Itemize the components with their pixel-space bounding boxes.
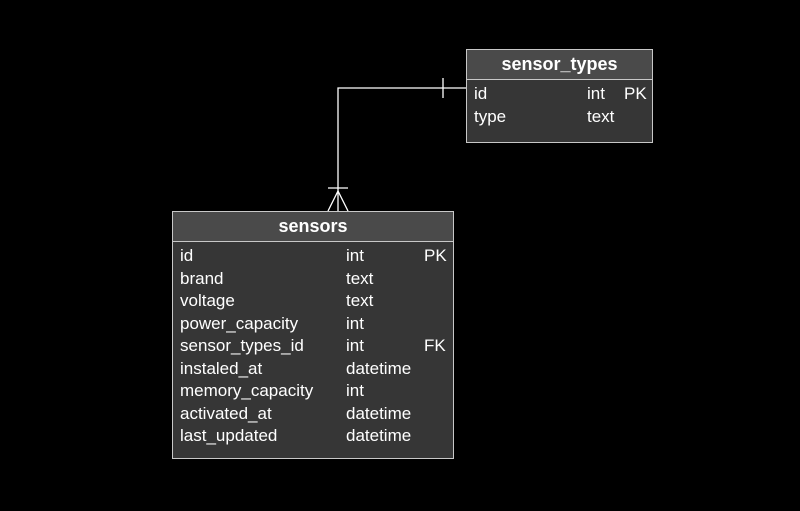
table-sensor-types[interactable]: sensor_types id int PK type text xyxy=(466,49,653,143)
column-name: activated_at xyxy=(180,403,272,423)
column-name: type xyxy=(474,106,507,126)
column-type: int xyxy=(346,313,364,333)
column-row[interactable]: last_updated datetime xyxy=(173,425,453,448)
column-key: FK xyxy=(424,336,446,355)
column-type: int xyxy=(346,336,364,355)
many-marker-left xyxy=(327,190,339,212)
column-name: last_updated xyxy=(180,426,278,445)
column-row[interactable]: memory_capacity int xyxy=(173,380,453,403)
column-name: sensor_types_id xyxy=(180,336,304,355)
column-name: id xyxy=(180,246,194,265)
column-list: id int PK brand text voltage text power_… xyxy=(173,242,453,448)
column-type: text xyxy=(346,291,374,310)
column-type: int xyxy=(346,246,364,265)
many-marker-right xyxy=(337,190,349,212)
column-name: memory_capacity xyxy=(180,381,314,400)
column-name: voltage xyxy=(180,291,235,310)
column-list: id int PK type text xyxy=(467,80,652,128)
column-key: PK xyxy=(624,84,647,103)
table-title: sensor_types xyxy=(467,50,652,80)
column-name: power_capacity xyxy=(180,313,299,333)
column-row[interactable]: sensor_types_id int FK xyxy=(173,335,453,358)
column-type: datetime xyxy=(346,358,412,378)
column-name: id xyxy=(474,84,488,103)
table-title: sensors xyxy=(173,212,453,242)
column-row[interactable]: power_capacity int xyxy=(173,313,453,336)
column-row[interactable]: id int PK xyxy=(173,245,453,268)
relationship-line xyxy=(337,87,466,211)
column-type: int xyxy=(587,84,605,103)
column-row[interactable]: type text xyxy=(467,106,652,129)
column-name: instaled_at xyxy=(180,358,263,378)
column-key: PK xyxy=(424,246,447,265)
column-type: text xyxy=(346,268,374,288)
column-row[interactable]: id int PK xyxy=(467,83,652,106)
column-type: datetime xyxy=(346,426,412,445)
column-type: datetime xyxy=(346,403,412,423)
table-sensors[interactable]: sensors id int PK brand text voltage tex… xyxy=(172,211,454,459)
column-name: brand xyxy=(180,268,224,288)
column-row[interactable]: activated_at datetime xyxy=(173,403,453,426)
relationship-sensors-sensor-types[interactable] xyxy=(327,78,466,212)
column-row[interactable]: voltage text xyxy=(173,290,453,313)
column-type: int xyxy=(346,381,364,400)
column-type: text xyxy=(587,106,615,126)
column-row[interactable]: instaled_at datetime xyxy=(173,358,453,381)
column-row[interactable]: brand text xyxy=(173,268,453,291)
